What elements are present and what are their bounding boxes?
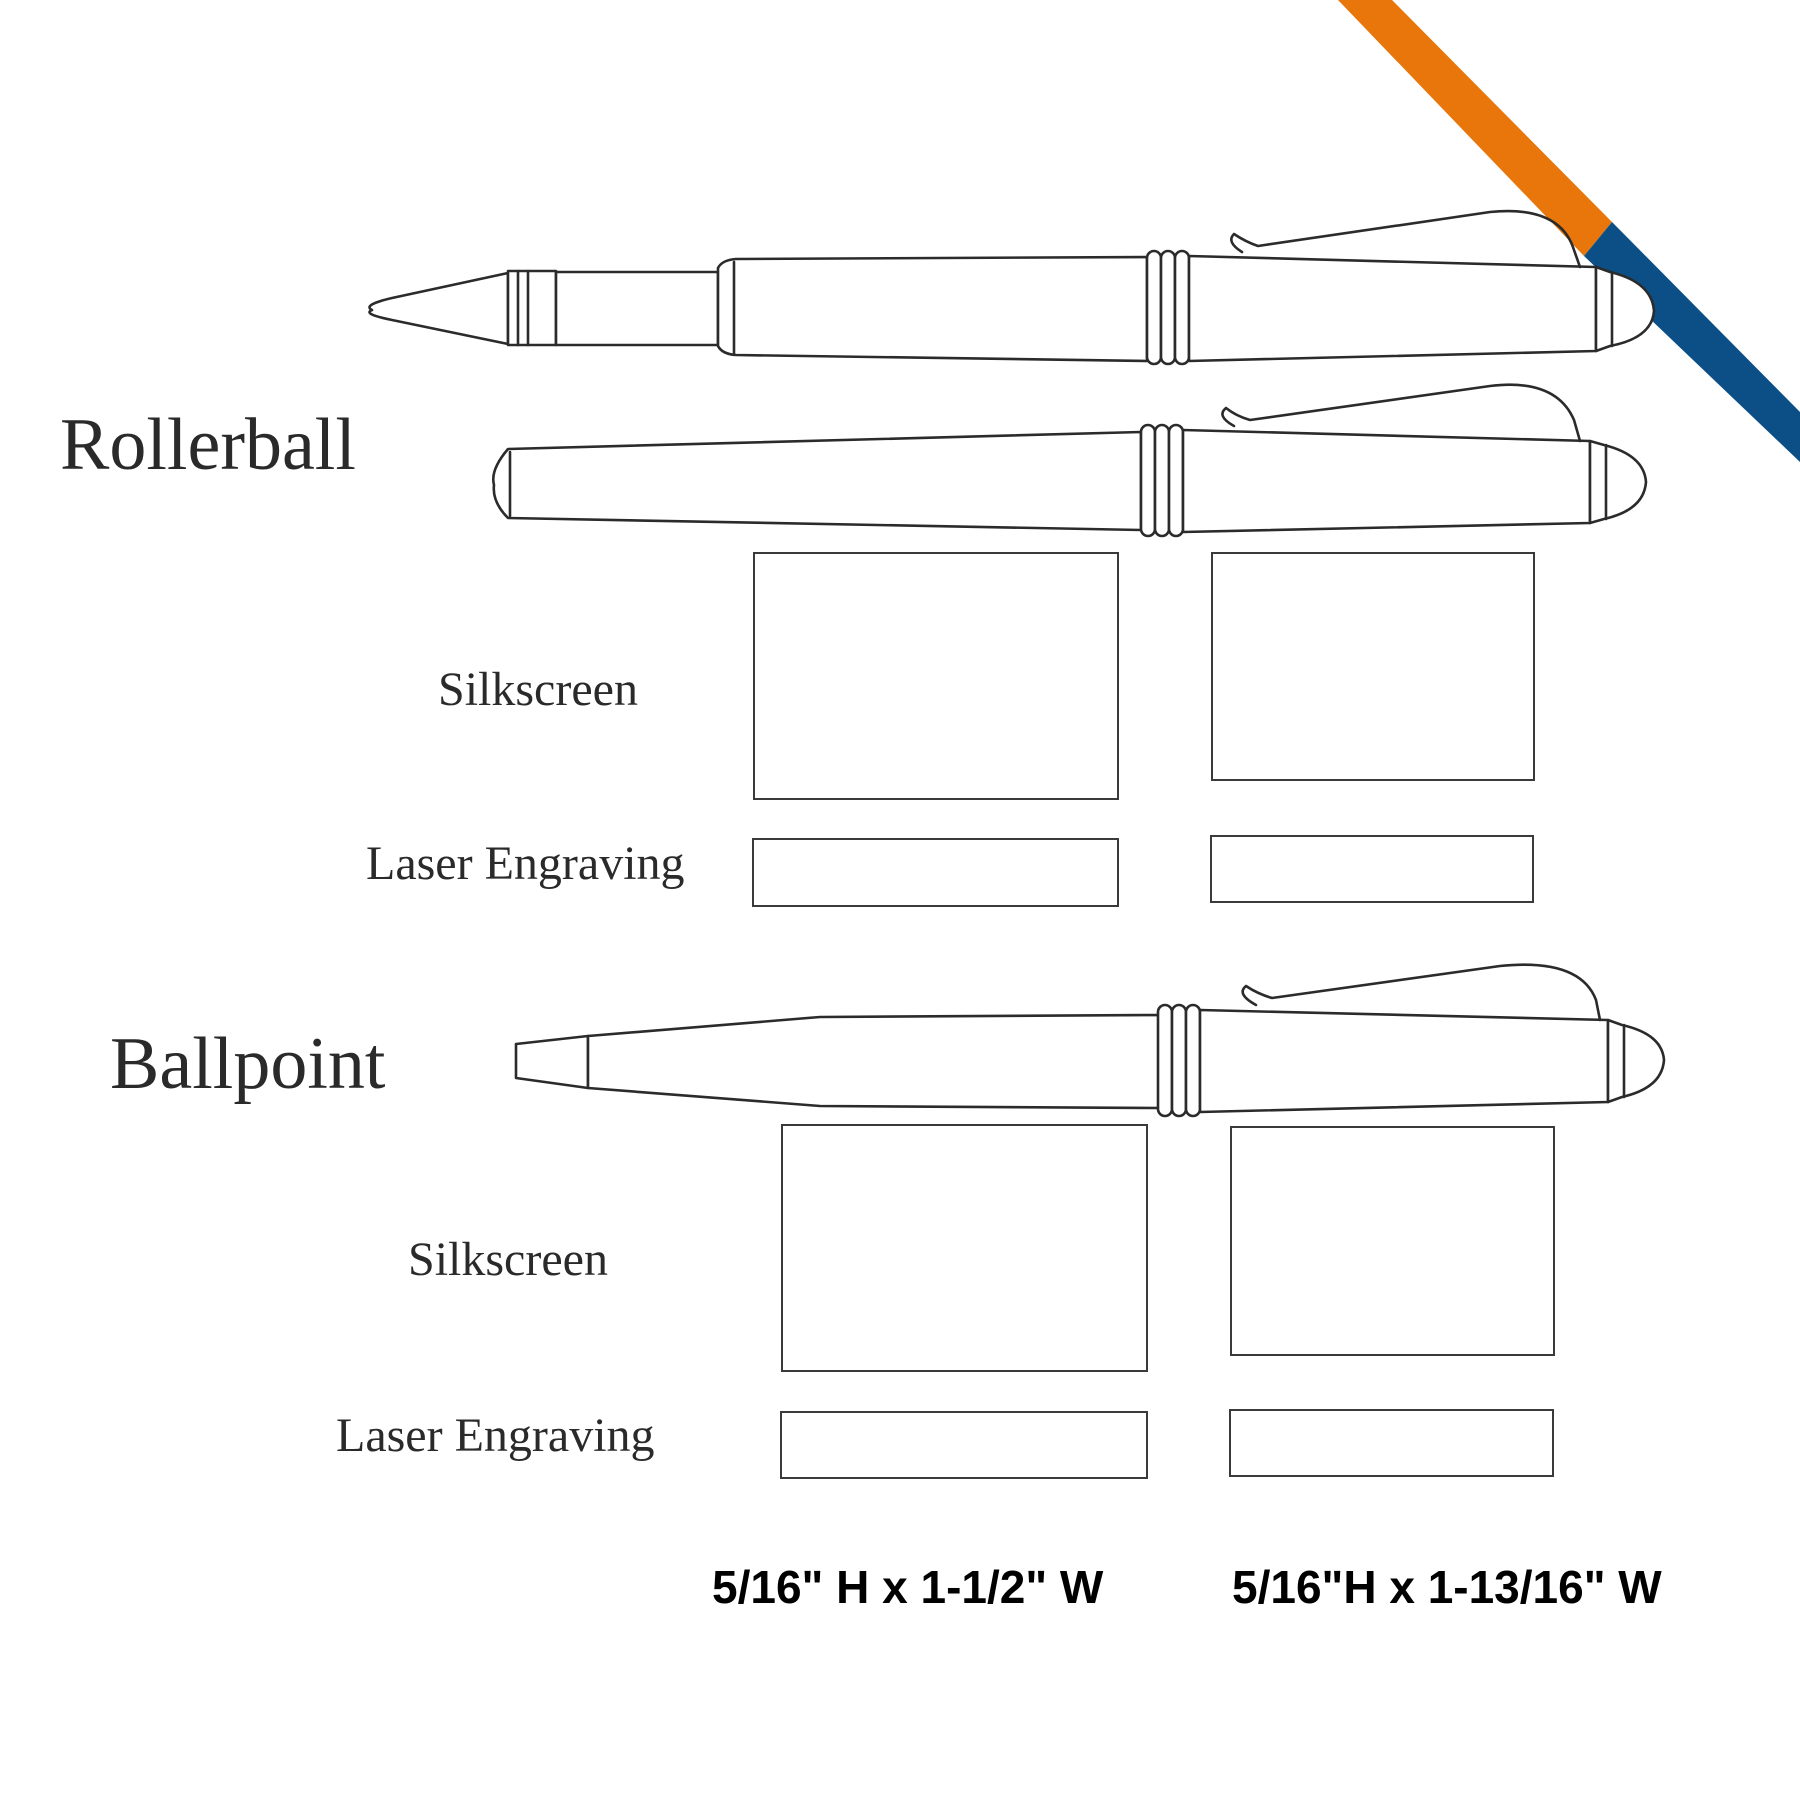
rollerball-silkscreen-box-right	[1211, 552, 1535, 781]
rollerball-cap-body	[492, 430, 1143, 532]
rollerball-silkscreen-label: Silkscreen	[438, 663, 638, 716]
ballpoint-silkscreen-box-right	[1230, 1126, 1555, 1356]
ballpoint-clip	[1241, 963, 1602, 1022]
rollerball-clip	[1230, 209, 1582, 269]
ballpoint-tip	[514, 1034, 590, 1090]
orange-accent-stripe	[1338, 0, 1612, 256]
ballpoint-silkscreen-box-left	[781, 1124, 1148, 1372]
dimension-right: 5/16"H x 1-13/16" W	[1232, 1561, 1662, 1613]
rollerball-title: Rollerball	[60, 404, 356, 486]
rollerball-uncapped-pen	[368, 209, 1656, 366]
rollerball-barrel	[716, 255, 1149, 363]
rollerball-laser-box-left	[752, 838, 1119, 907]
ballpoint-laser-box-right	[1229, 1409, 1554, 1477]
ballpoint-pen	[514, 963, 1666, 1118]
rollerball-capped-pen	[492, 383, 1648, 538]
ballpoint-silkscreen-label: Silkscreen	[408, 1233, 608, 1286]
rollerball-tip	[368, 271, 510, 346]
rollerball-section	[554, 270, 720, 347]
rollerball-silkscreen-box-left	[753, 552, 1119, 800]
rollerball-back-end	[1187, 254, 1598, 363]
ballpoint-title: Ballpoint	[110, 1023, 386, 1105]
rollerball-laser-box-right	[1210, 835, 1534, 903]
rollerball-cap-clip	[1221, 383, 1582, 443]
ballpoint-laser-box-left	[780, 1411, 1148, 1479]
ballpoint-laser-label: Laser Engraving	[336, 1409, 655, 1462]
dimension-left: 5/16" H x 1-1/2" W	[712, 1561, 1104, 1613]
rollerball-grip-ring	[506, 269, 558, 347]
rollerball-laser-label: Laser Engraving	[366, 837, 685, 890]
ballpoint-barrel	[586, 1013, 1162, 1110]
